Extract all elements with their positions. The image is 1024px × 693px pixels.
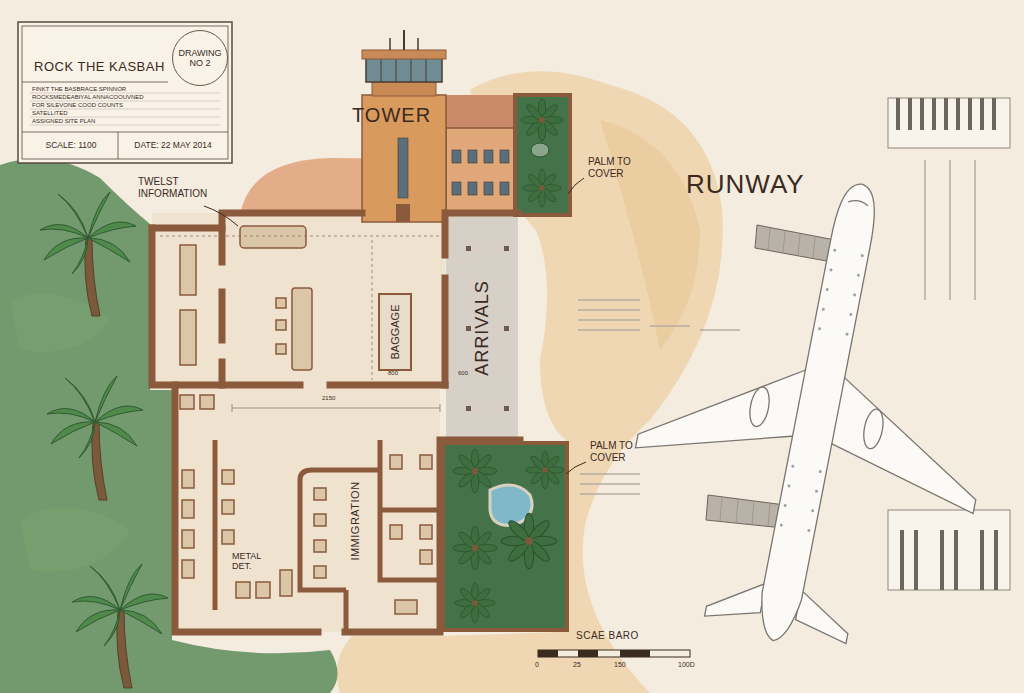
scale-number: 150 <box>614 661 626 669</box>
note-text: ASSIGNED SITE PLAN <box>32 118 95 125</box>
scale-number: 0 <box>535 661 539 669</box>
drawing-number-circle: DRAWING NO 2 <box>172 30 228 86</box>
node-label: DRAWING NO 2 <box>177 48 223 69</box>
dimension: 2150 <box>322 395 335 402</box>
note-text: ROCKSMEDEABIYAL ANNACOOUVNED <box>32 94 144 101</box>
note-text: FINKT THE BASBRACE SPINNOR <box>32 86 126 93</box>
scale-number: 100D <box>678 661 695 669</box>
room-name: IMMIGRATION <box>349 481 362 560</box>
arrivals-band: ARRIVALS <box>446 216 518 440</box>
building-name: TOWER <box>352 104 431 127</box>
dimension: 600 <box>458 370 468 377</box>
drawing-title: ROCK THE KASBAH <box>34 60 165 75</box>
room-name: METAL DET. <box>232 551 278 572</box>
node-label: SCALE: 1100 <box>46 141 97 151</box>
callout-label: TWELST INFORMATION <box>138 176 216 199</box>
callout-label: PALM TO COVER <box>590 440 654 463</box>
area-name: RUNWAY <box>686 170 805 200</box>
dimension: 800 <box>388 370 398 377</box>
baggage-carousel: BAGGAGE <box>378 293 412 371</box>
note-text: FOR SILEVONE COOD COUNTS <box>32 102 123 109</box>
node-label: BAGGAGE <box>389 304 402 359</box>
scale-number: 25 <box>573 661 581 669</box>
scale-title: SCAE BARO <box>576 630 639 642</box>
date-cell: DATE: 22 MAY 2014 <box>118 134 228 157</box>
callout-label: PALM TO COVER <box>588 156 652 179</box>
note-text: SATELLITED <box>32 110 68 117</box>
node-label: ARRIVALS <box>472 280 493 376</box>
scale-cell: SCALE: 1100 <box>24 134 118 157</box>
node-label: DATE: 22 MAY 2014 <box>134 141 211 151</box>
